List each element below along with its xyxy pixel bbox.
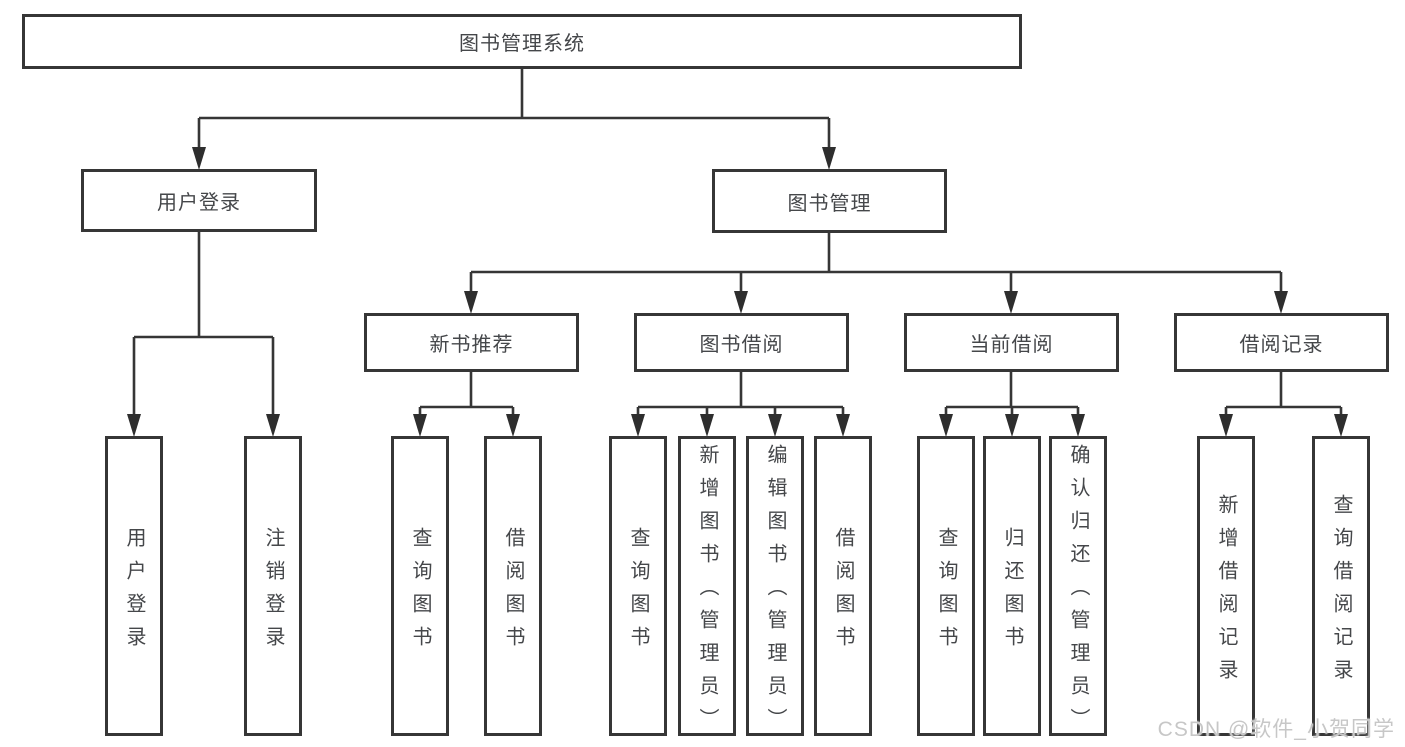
leaf-add-borrow-record: 新增借阅记录 — [1197, 436, 1255, 736]
leaf-confirm-return-admin: 确认归还（管理员） — [1049, 436, 1107, 741]
node-borrow-records-label: 借阅记录 — [1239, 334, 1324, 356]
connector-records-to-leaves — [1219, 372, 1348, 437]
node-book-borrow-label: 图书借阅 — [699, 334, 784, 356]
leaf-borrow-book: 借阅图书 — [814, 436, 872, 736]
node-book-management: 图书管理 — [712, 169, 947, 233]
connector-root-to-level2 — [192, 69, 836, 170]
leaf-query-borrow-record-label: 查询借阅记录 — [1330, 493, 1352, 692]
leaf-query-borrow-record: 查询借阅记录 — [1312, 436, 1370, 736]
node-root-label: 图书管理系统 — [459, 33, 585, 55]
leaf-borrow-book-label: 借阅图书 — [832, 526, 854, 659]
leaf-return-book: 归还图书 — [983, 436, 1041, 736]
leaf-edit-book-admin-label: 编辑图书（管理员） — [764, 444, 786, 741]
leaf-return-book-label: 归还图书 — [1001, 526, 1023, 659]
leaf-user-login-label: 用户登录 — [123, 526, 145, 659]
node-book-borrow: 图书借阅 — [634, 313, 849, 372]
leaf-logout-label: 注销登录 — [262, 526, 284, 659]
leaf-edit-book-admin: 编辑图书（管理员） — [746, 436, 804, 741]
leaf-borrow-query-book: 查询图书 — [609, 436, 667, 736]
leaf-current-query-book: 查询图书 — [917, 436, 975, 736]
connector-recommend-to-leaves — [413, 372, 520, 437]
node-new-book-recommend: 新书推荐 — [364, 313, 579, 372]
leaf-borrow-query-book-label: 查询图书 — [627, 526, 649, 659]
node-user-login: 用户登录 — [81, 169, 317, 232]
leaf-user-login: 用户登录 — [105, 436, 163, 736]
connector-current-to-leaves — [939, 372, 1085, 437]
leaf-recommend-borrow-book-label: 借阅图书 — [502, 526, 524, 659]
leaf-add-book-admin: 新增图书（管理员） — [678, 436, 736, 741]
node-current-borrow: 当前借阅 — [904, 313, 1119, 372]
leaf-add-book-admin-label: 新增图书（管理员） — [696, 444, 718, 741]
leaf-recommend-query-book-label: 查询图书 — [409, 526, 431, 659]
connector-management-to-level3 — [464, 233, 1288, 314]
leaf-logout: 注销登录 — [244, 436, 302, 736]
node-user-login-label: 用户登录 — [157, 192, 241, 214]
leaf-confirm-return-admin-label: 确认归还（管理员） — [1067, 444, 1089, 741]
node-new-book-recommend-label: 新书推荐 — [429, 334, 514, 356]
node-borrow-records: 借阅记录 — [1174, 313, 1389, 372]
node-book-management-label: 图书管理 — [787, 192, 872, 215]
leaf-add-borrow-record-label: 新增借阅记录 — [1215, 493, 1237, 692]
connector-borrow-to-leaves — [631, 372, 850, 437]
leaf-recommend-borrow-book: 借阅图书 — [484, 436, 542, 736]
connector-login-to-leaves — [127, 232, 280, 437]
leaf-current-query-book-label: 查询图书 — [935, 526, 957, 659]
node-root: 图书管理系统 — [22, 14, 1022, 69]
node-current-borrow-label: 当前借阅 — [969, 334, 1054, 356]
csdn-watermark: CSDN @软件_小贺同学 — [1157, 718, 1395, 741]
leaf-recommend-query-book: 查询图书 — [391, 436, 449, 736]
